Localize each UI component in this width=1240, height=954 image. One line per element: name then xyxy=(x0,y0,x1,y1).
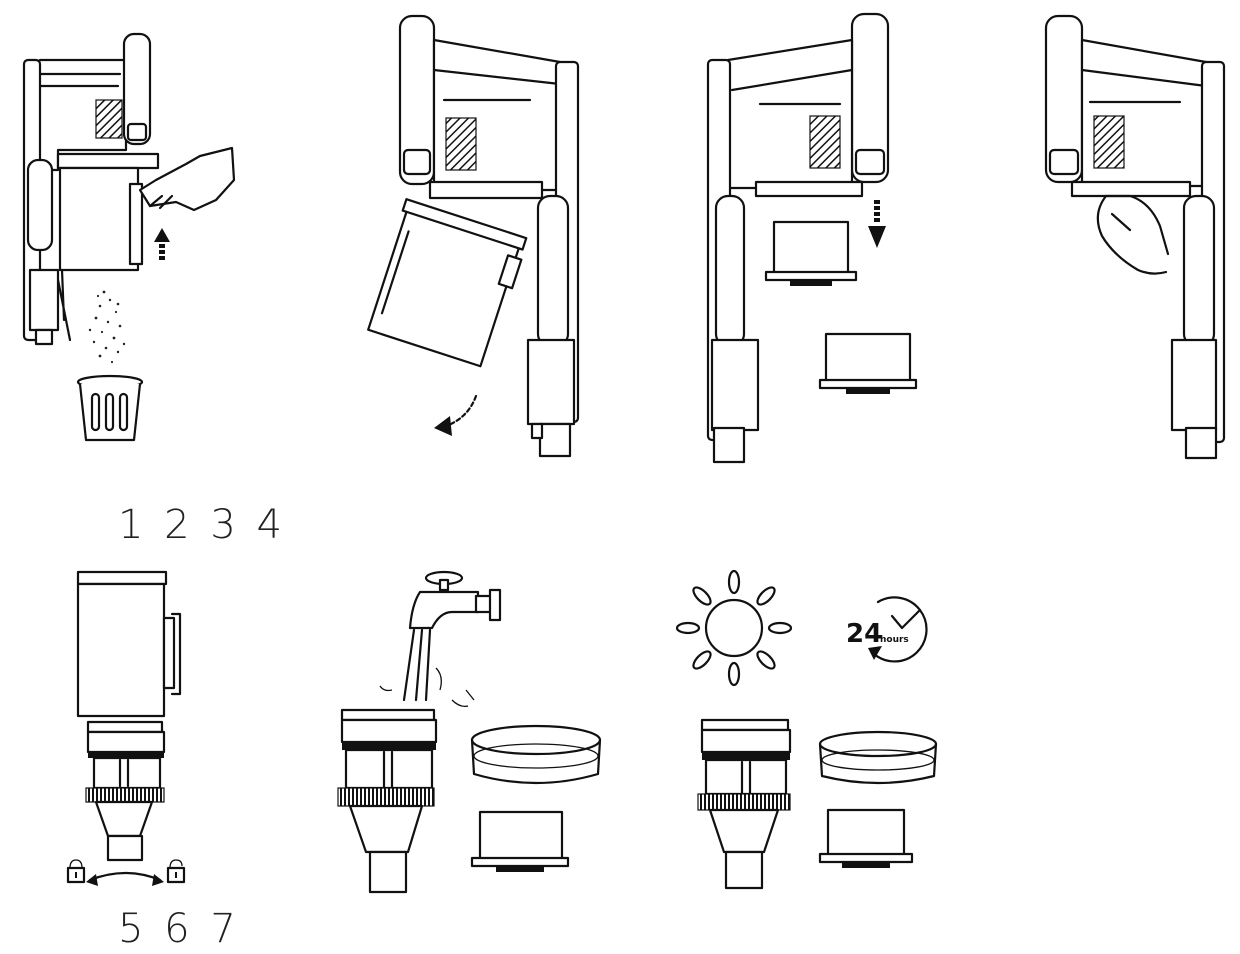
step-numbers-row-1: 1 2 3 4 xyxy=(118,502,286,548)
step-4-clean-filter-housing-illustration xyxy=(1044,14,1226,460)
badge-unit: hours xyxy=(880,635,909,645)
step-numbers-row-2: 5 6 7 xyxy=(118,906,240,952)
unlock-icon xyxy=(166,859,186,884)
trash-can-icon xyxy=(76,374,144,442)
step-1-empty-dustbin-illustration xyxy=(22,32,236,442)
faucet-icon xyxy=(408,570,502,630)
step-7-air-dry-illustration: 24 hours xyxy=(675,569,938,890)
lock-icon xyxy=(66,859,86,884)
sun-icon xyxy=(675,569,793,687)
step-6-rinse-filter-illustration xyxy=(337,570,602,894)
step-2-remove-dustbin-illustration xyxy=(367,14,580,458)
step-5-dustbin-unlock-illustration xyxy=(66,570,186,886)
dust-particles xyxy=(88,290,126,364)
badge-number: 24 xyxy=(846,619,882,649)
24-hours-clock-icon: 24 hours xyxy=(846,596,928,663)
step-3-remove-filter-illustration xyxy=(706,12,918,464)
